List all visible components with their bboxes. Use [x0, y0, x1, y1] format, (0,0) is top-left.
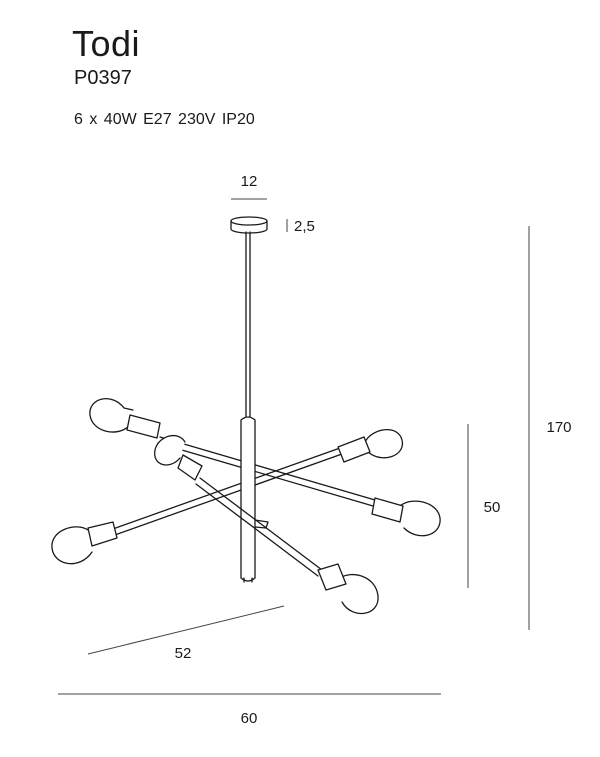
tube-bracket [254, 519, 269, 529]
bulb-right [371, 497, 441, 537]
depth-label: 52 [175, 645, 192, 662]
width-label: 60 [241, 710, 258, 727]
product-code: P0397 [74, 67, 132, 89]
bulb-back-left [154, 434, 203, 481]
arm-front-steep [195, 477, 323, 577]
depth-line [87, 605, 285, 655]
product-specs: 6 x 40W E27 230V IP20 [74, 111, 255, 128]
central-tube [240, 416, 256, 583]
arm-rising [109, 447, 343, 537]
product-name: Todi [72, 23, 141, 64]
bulb-top-left [89, 398, 161, 439]
total-height-label: 170 [546, 419, 571, 436]
bulb-top-right [337, 429, 403, 463]
bulb-bottom-left [51, 521, 118, 565]
canopy-height-label: 2,5 [294, 218, 315, 235]
ceiling-canopy [230, 216, 268, 234]
bulb-bottom-right [317, 563, 379, 615]
suspension-rod [245, 231, 251, 419]
body-height-label: 50 [484, 499, 501, 516]
canopy-diameter-label: 12 [241, 173, 258, 190]
